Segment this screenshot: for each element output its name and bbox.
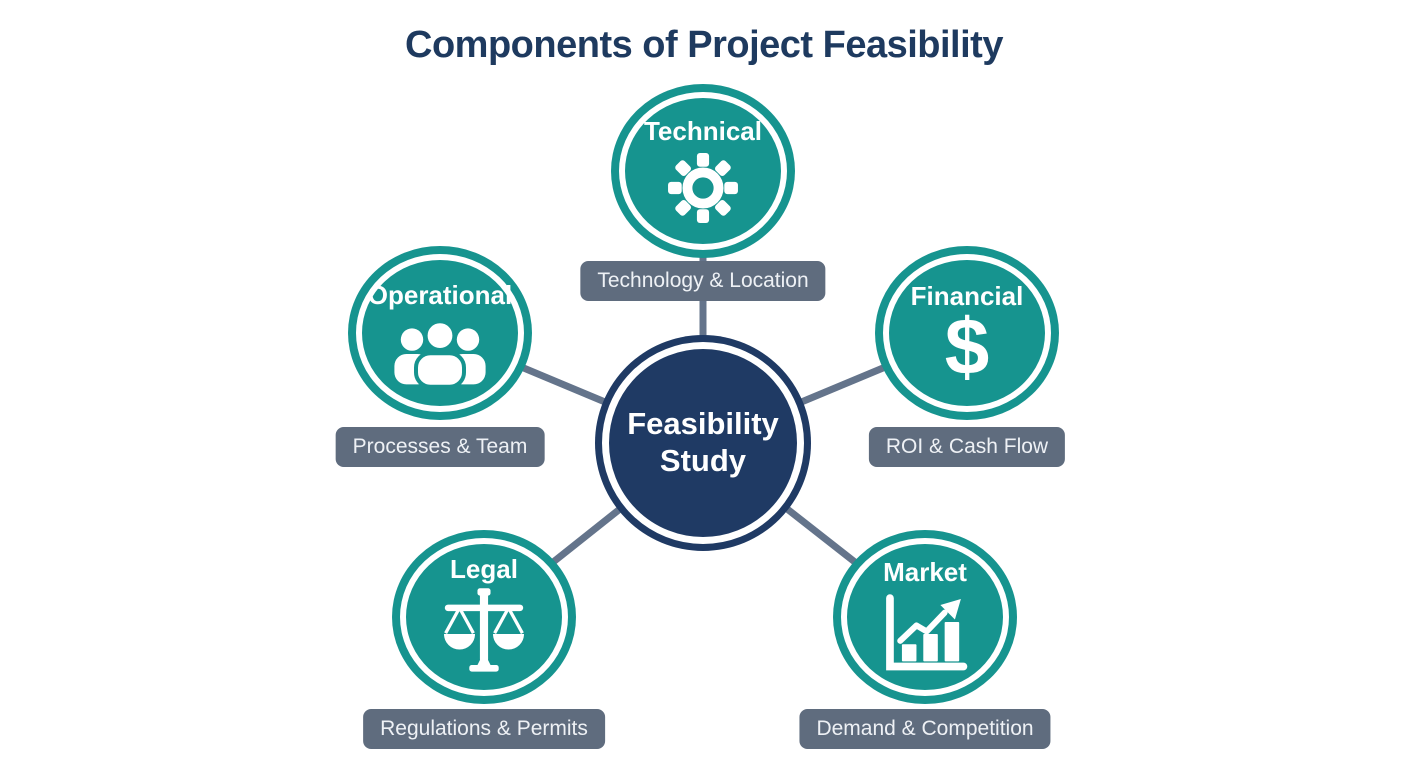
hub-label-line2: Study xyxy=(659,443,747,478)
node-operational-ring: Operational xyxy=(356,254,524,412)
node-market-label: Market xyxy=(883,557,967,587)
node-financial-label: Financial xyxy=(910,281,1024,311)
node-market-ring: Market xyxy=(841,538,1009,696)
badge-market: Demand & Competition xyxy=(799,709,1051,749)
badge-operational: Processes & Team xyxy=(335,427,545,467)
gear-icon xyxy=(665,150,741,226)
node-operational: Operational xyxy=(348,246,532,420)
badge-financial: ROI & Cash Flow xyxy=(868,427,1066,467)
bar-chart-arrow-icon xyxy=(878,591,972,677)
node-legal-ring: Legal xyxy=(400,538,568,696)
node-technical-ring: Technical xyxy=(619,92,787,250)
node-technical: Technical xyxy=(611,84,795,258)
node-technical-label: Technical xyxy=(643,116,762,146)
node-financial-ring: Financial $ xyxy=(883,254,1051,412)
dollar-icon: $ xyxy=(944,302,990,391)
badge-technical: Technology & Location xyxy=(580,261,826,301)
node-feasibility-study-ring: Feasibility Study xyxy=(602,342,804,544)
hub-label: Feasibility Study xyxy=(627,406,779,479)
hub-label-line1: Feasibility xyxy=(627,406,779,442)
badge-legal: Regulations & Permits xyxy=(363,709,605,749)
node-legal-label: Legal xyxy=(450,554,518,584)
node-feasibility-study: Feasibility Study xyxy=(595,335,811,551)
page-title: Components of Project Feasibility xyxy=(405,24,1003,66)
node-market: Market xyxy=(833,530,1017,704)
people-icon xyxy=(388,314,492,389)
node-legal: Legal xyxy=(392,530,576,704)
node-operational-label: Operational xyxy=(367,280,513,310)
scales-icon xyxy=(435,588,533,680)
node-financial: Financial $ xyxy=(875,246,1059,420)
